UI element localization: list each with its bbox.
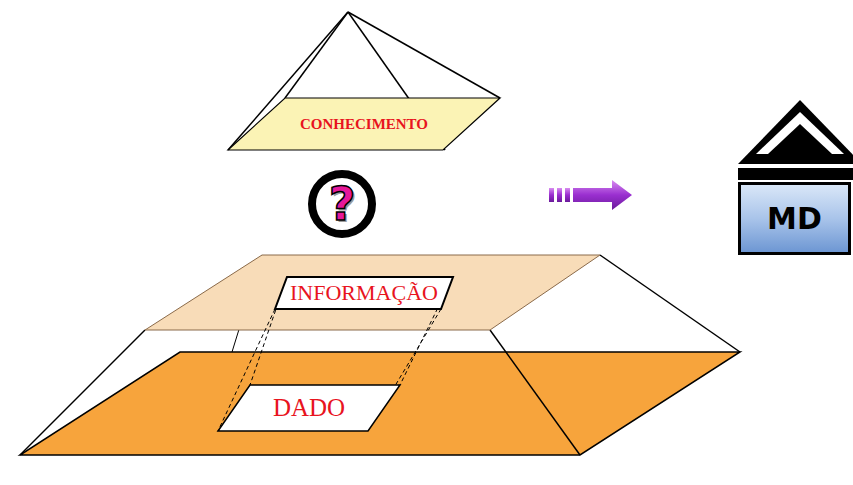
box-label: MD — [767, 201, 822, 236]
question-mark: ? — [329, 181, 356, 227]
projection-lines — [218, 277, 453, 431]
layer-label: DADO — [273, 394, 345, 422]
pyramid-edges — [228, 12, 500, 150]
frustum — [20, 255, 740, 455]
information-box: INFORMAÇÃO — [275, 277, 453, 309]
question-circle: ? — [308, 170, 376, 238]
md-box: MD — [738, 182, 851, 255]
purple-arrow — [549, 180, 632, 210]
knowledge-plane: CONHECIMENTO — [228, 98, 500, 150]
md-roof-icon — [738, 100, 853, 180]
data-box: DADO — [218, 385, 400, 431]
plane-label: CONHECIMENTO — [300, 116, 428, 133]
layer-label: INFORMAÇÃO — [290, 280, 438, 306]
